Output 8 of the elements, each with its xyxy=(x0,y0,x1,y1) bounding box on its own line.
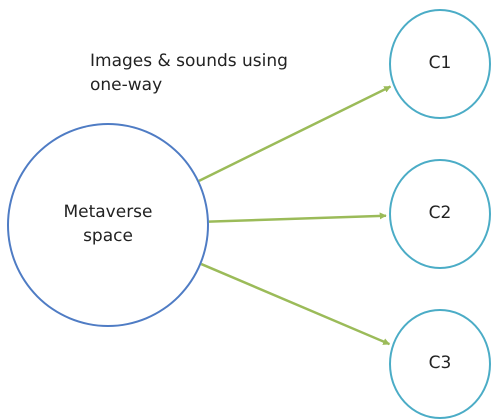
node-label: Metaverse space xyxy=(62,201,154,248)
arrow xyxy=(198,85,392,182)
node-label: C2 xyxy=(428,202,452,226)
node-label: C3 xyxy=(428,352,452,376)
arrow xyxy=(200,262,390,346)
arrow xyxy=(208,212,387,223)
node-label: C1 xyxy=(428,52,452,76)
annotation-text: Images & sounds using one-way xyxy=(90,50,289,97)
